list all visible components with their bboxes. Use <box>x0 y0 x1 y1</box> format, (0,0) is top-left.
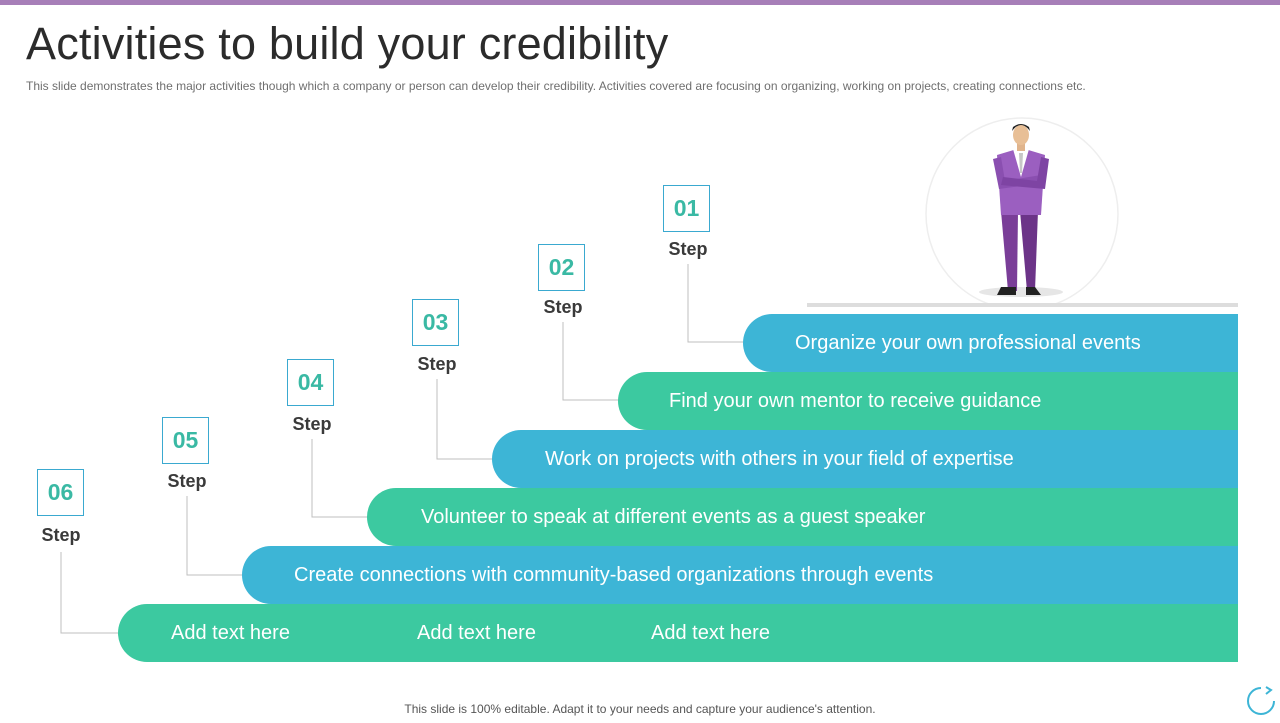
step-06-text-1: Add text here <box>171 622 290 644</box>
step-06-text-2: Add text here <box>417 622 536 644</box>
step-06-text-3: Add text here <box>651 622 770 644</box>
step-02-number-box: 02 <box>538 244 585 291</box>
step-05-bar: Create connections with community-based … <box>242 546 1238 604</box>
step-05-label: Step <box>167 471 207 491</box>
refresh-circle-icon <box>1244 684 1278 723</box>
step-04-number-box: 04 <box>287 359 334 406</box>
step-04-label: Step <box>292 414 332 434</box>
step-02-label: Step <box>543 297 583 317</box>
step-06-number-box: 06 <box>37 469 84 516</box>
step-03-label: Step <box>417 354 457 374</box>
step-02-text: Find your own mentor to receive guidance <box>669 390 1042 412</box>
slide-subtitle: This slide demonstrates the major activi… <box>26 79 1086 93</box>
step-05-number-box: 05 <box>162 417 209 464</box>
step-03-text: Work on projects with others in your fie… <box>545 448 1014 470</box>
step-04-bar: Volunteer to speak at different events a… <box>367 488 1238 546</box>
step-03-number-box: 03 <box>412 299 459 346</box>
slide-title: Activities to build your credibility <box>26 18 669 69</box>
top-accent-bar <box>0 0 1280 5</box>
step-06-bar: Add text here Add text here Add text her… <box>118 604 1238 662</box>
businessman-illustration-icon <box>925 117 1121 312</box>
step-03-bar: Work on projects with others in your fie… <box>492 430 1238 488</box>
step-06-label: Step <box>41 525 81 545</box>
podium-line <box>807 303 1238 307</box>
step-01-text: Organize your own professional events <box>795 332 1141 354</box>
step-01-label: Step <box>668 239 708 259</box>
step-01-number-box: 01 <box>663 185 710 232</box>
step-02-bar: Find your own mentor to receive guidance <box>618 372 1238 430</box>
step-05-text: Create connections with community-based … <box>294 564 934 586</box>
slide-footer: This slide is 100% editable. Adapt it to… <box>404 702 876 716</box>
step-04-text: Volunteer to speak at different events a… <box>421 506 926 528</box>
step-01-bar: Organize your own professional events <box>743 314 1238 372</box>
